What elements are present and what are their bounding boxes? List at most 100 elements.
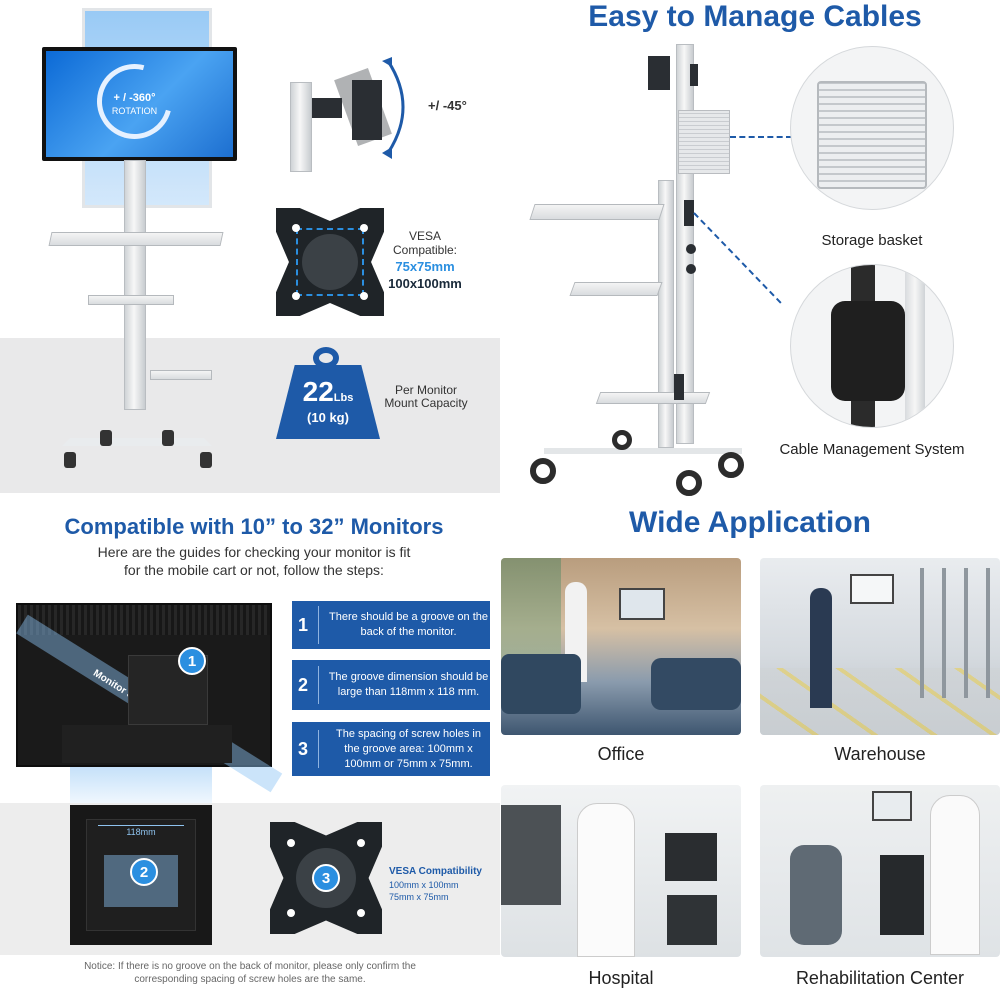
monitor-back: Monitor Size: 10" to 32" (16, 603, 283, 793)
tilt-bracket (352, 80, 382, 140)
vesa-compatible-label: Compatible: (392, 243, 458, 257)
basket-mesh (817, 81, 927, 189)
vesa-compatibility-title: VESA Compatibility (389, 866, 482, 877)
weight-value-group: 22Lbs (290, 376, 366, 408)
capacity-line1: Per Monitor (394, 383, 458, 397)
screw-hole (360, 224, 368, 232)
storage-basket (678, 110, 730, 174)
screw-hole (360, 292, 368, 300)
vesa-size-75: 75x75mm (395, 259, 455, 274)
screw-hole (287, 909, 295, 917)
notice-line2: corresponding spacing of screw holes are… (134, 974, 366, 985)
step-marker-1: 1 (178, 647, 206, 675)
rehabilitation-label: Rehabilitation Center (795, 968, 965, 988)
storage-basket-label: Storage basket (821, 232, 923, 249)
rotation-sub-label: ROTATION (111, 106, 158, 116)
wheel (162, 430, 174, 446)
doctor (577, 803, 635, 957)
cart-base (544, 430, 742, 454)
step-divider (318, 666, 319, 704)
vesa-label: VESA (408, 229, 441, 243)
stand-foot-area (62, 725, 232, 763)
groove-area (128, 655, 208, 725)
basket-callout-line (730, 136, 792, 138)
screw-hole (357, 909, 365, 917)
cable-clip-closeup (831, 301, 905, 401)
wide-application-title: Wide Application (629, 506, 871, 539)
keyboard-tray (529, 204, 665, 220)
step-number: 1 (297, 614, 308, 635)
seated-person (501, 654, 581, 714)
step-box-3: 3 The spacing of screw holes in the groo… (292, 722, 490, 776)
monitor-screen (46, 51, 233, 157)
cable-management-label: Cable Management System (779, 441, 965, 458)
office-label: Office (597, 744, 645, 764)
cable-management-closeup (790, 264, 954, 428)
mount-clamp (690, 64, 698, 86)
step-divider (318, 606, 319, 644)
wheel (100, 430, 112, 446)
step-text: There should be a groove on the back of … (328, 611, 488, 638)
rotation-label: + / -360° (113, 92, 156, 104)
seated-person (651, 658, 741, 710)
capacity-line2: Mount Capacity (384, 396, 468, 410)
step-box-1: 1 There should be a groove on the back o… (292, 601, 490, 649)
therapist (930, 795, 980, 955)
pole-closeup (905, 265, 925, 427)
racks (920, 568, 996, 698)
wheel (64, 452, 76, 468)
office-photo (501, 558, 741, 735)
screw-hole (292, 292, 300, 300)
step-number: 3 (297, 738, 308, 759)
cart-base (62, 410, 212, 446)
knob (686, 244, 696, 254)
base-shelf (595, 392, 711, 404)
mid-shelf (569, 282, 663, 296)
vent-grill (18, 605, 270, 635)
tilt-arc-icon (382, 57, 405, 159)
wheel (676, 470, 702, 496)
gray-band (0, 338, 500, 493)
xray-display (665, 833, 717, 881)
screw-hole (292, 224, 300, 232)
weight-kg: (10 kg) (307, 410, 349, 425)
vesa-pattern-outline (296, 228, 364, 296)
weight-icon (276, 365, 380, 439)
worker (810, 588, 832, 708)
cart-pole (124, 160, 146, 410)
warehouse-label: Warehouse (834, 744, 926, 764)
patient (790, 845, 842, 945)
cart-cpu (667, 895, 717, 945)
cart-monitor (619, 588, 665, 620)
step-marker-3: 3 (312, 864, 340, 892)
wheel (200, 452, 212, 468)
groove-dimension: 118mm (126, 827, 156, 837)
screw-hole (287, 839, 295, 847)
rehab-device (880, 855, 924, 935)
cable-callout-line (693, 212, 782, 304)
guide-line2: for the mobile cart or not, follow the s… (124, 562, 384, 578)
warehouse-photo (760, 558, 1000, 735)
guide-line1: Here are the guides for checking your mo… (97, 544, 411, 560)
storage-basket-closeup (790, 46, 954, 210)
notice-line1: Notice: If there is no groove on the bac… (84, 961, 416, 972)
step-box-2: 2 The groove dimension should be large t… (292, 660, 490, 710)
knob (686, 264, 696, 274)
mount-arm (312, 98, 342, 118)
hospital-label: Hospital (588, 968, 654, 988)
step-text: The groove dimension should be large tha… (328, 671, 489, 698)
wheel (718, 452, 744, 478)
cables-title: Easy to Manage Cables (588, 0, 922, 33)
tilt-label: +/ -45° (428, 98, 467, 113)
step-marker-2: 2 (130, 858, 158, 886)
monitor (42, 47, 237, 161)
keyboard-shelf (48, 232, 224, 246)
short-pole (658, 180, 674, 448)
compatible-title: Compatible with 10” to 32” Monitors (64, 514, 444, 539)
screw-hole (357, 839, 365, 847)
wheel (530, 458, 556, 484)
vesa-center-disc (302, 234, 358, 290)
hospital-photo (501, 785, 741, 957)
lower-shelf (88, 295, 174, 305)
dimension-line (98, 825, 184, 826)
